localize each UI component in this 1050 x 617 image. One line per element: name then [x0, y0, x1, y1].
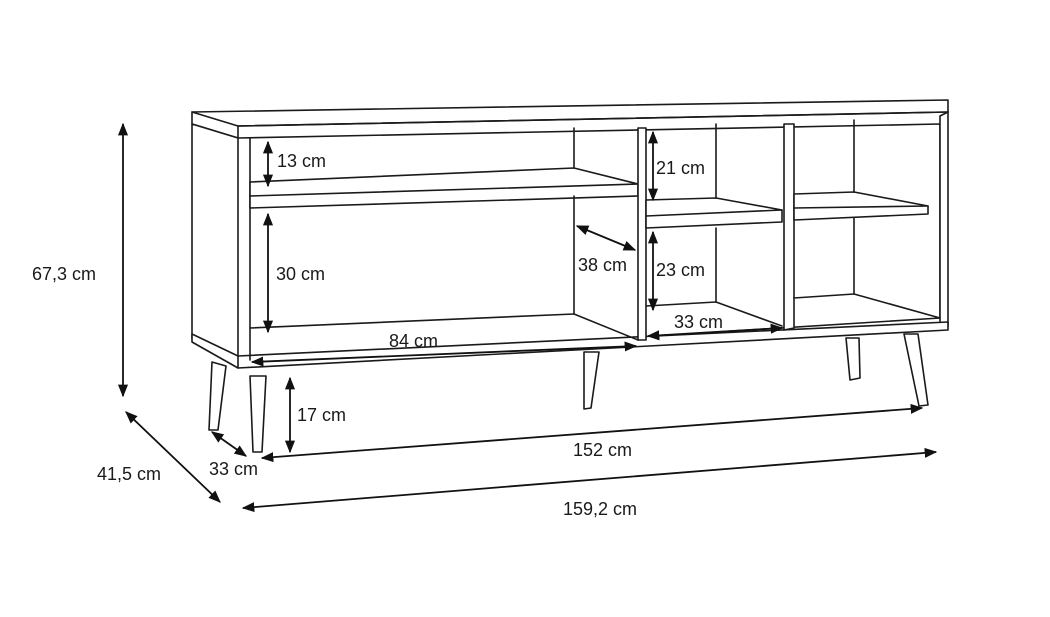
label-leg-depth: 33 cm: [209, 459, 258, 479]
label-leg-height: 17 cm: [297, 405, 346, 425]
label-total-width: 159,2 cm: [563, 499, 637, 519]
label-lower-gap-left: 30 cm: [276, 264, 325, 284]
arrow-depth-38: [575, 225, 637, 251]
dimension-arrows: [117, 122, 938, 513]
label-shelf-gap-top-middle: 21 cm: [656, 158, 705, 178]
back-legs: [583, 337, 861, 410]
label-lower-gap-middle: 23 cm: [656, 260, 705, 280]
label-compartment-width-middle: 33 cm: [674, 312, 723, 332]
cabinet-body: [191, 99, 949, 369]
arrow-leg-depth: [210, 431, 248, 457]
arrow-width-84: [250, 341, 638, 367]
arrow-leg-span: [260, 403, 924, 463]
label-total-height: 67,3 cm: [32, 264, 96, 284]
label-shelf-gap-top-left: 13 cm: [277, 151, 326, 171]
label-compartment-width-left: 84 cm: [389, 331, 438, 351]
dimension-labels: 13 cm 30 cm 38 cm 21 cm 23 cm 33 cm 84 c…: [32, 151, 723, 519]
label-total-depth: 41,5 cm: [97, 464, 161, 484]
arrow-total-depth: [125, 411, 221, 503]
arrow-width-33-middle: [646, 323, 784, 341]
label-leg-span-width: 152 cm: [573, 440, 632, 460]
label-inner-depth: 38 cm: [578, 255, 627, 275]
